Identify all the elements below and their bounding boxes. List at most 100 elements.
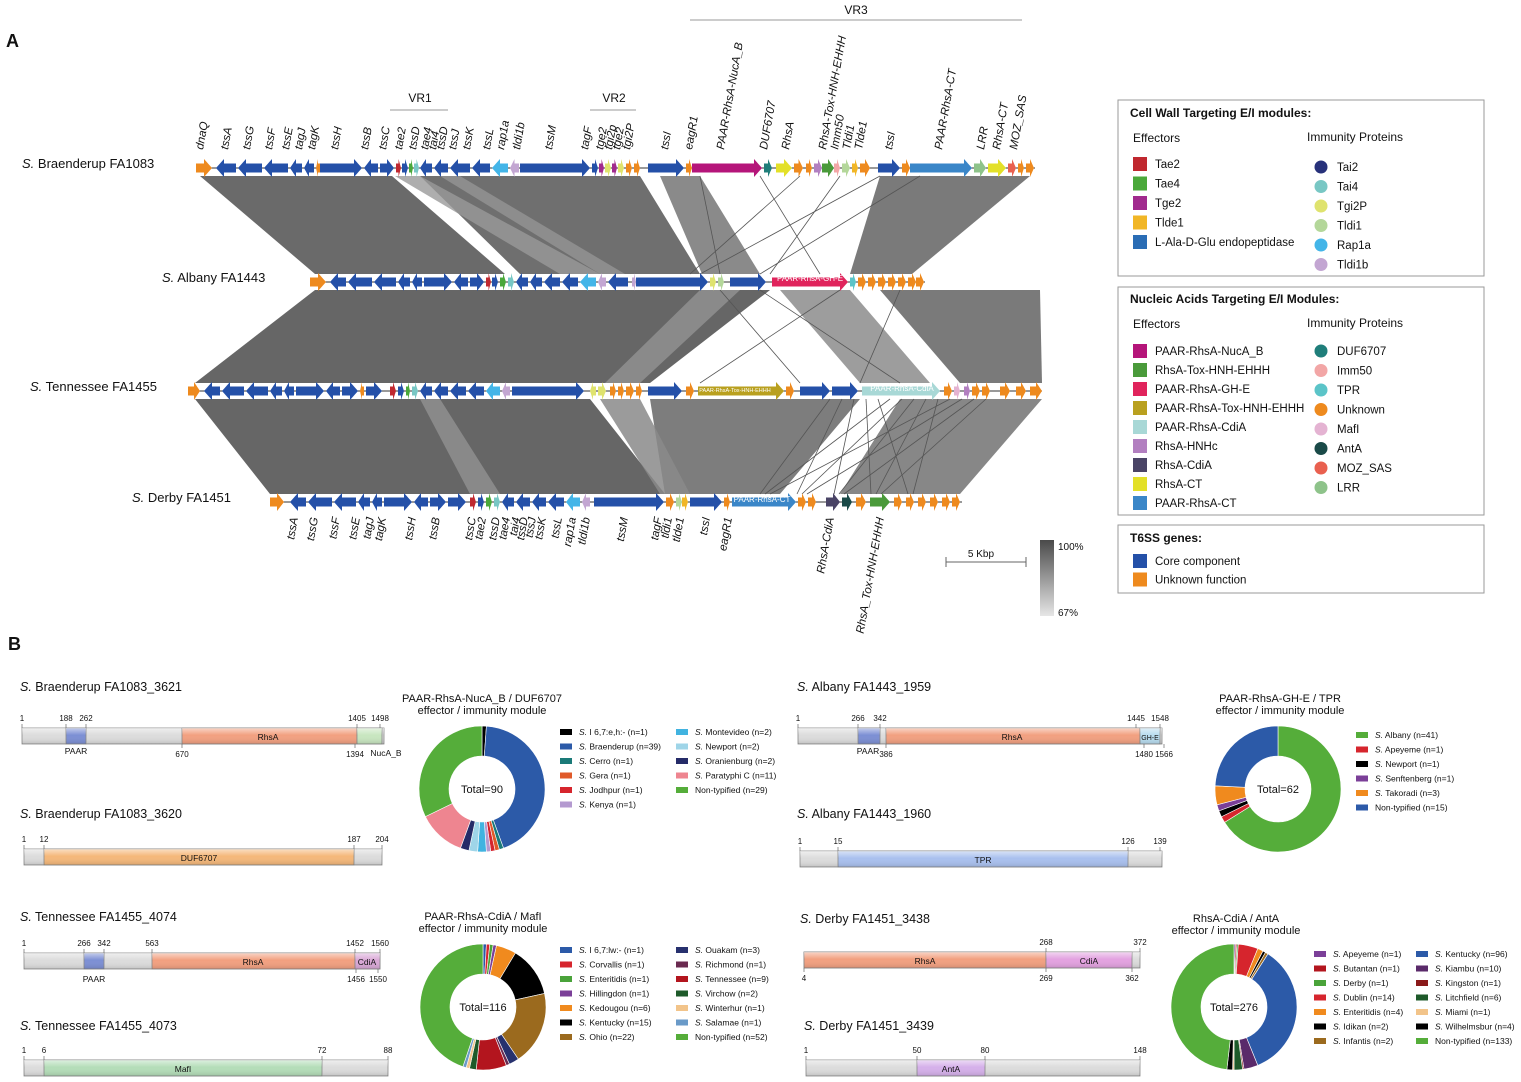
legend-item-label: Tlde1 — [1155, 218, 1184, 230]
donut-total: Total=62 — [1257, 784, 1299, 796]
gene-arrow — [1018, 159, 1024, 177]
gene-arrow — [478, 493, 484, 511]
gene-label-bottom: eagR1 — [717, 516, 735, 551]
donut-legend-swatch — [676, 787, 688, 793]
donut-legend-swatch — [560, 1034, 572, 1040]
donut-legend-swatch — [560, 1005, 572, 1011]
gene-arrow — [952, 493, 960, 511]
gene-label-bottom: tldi1b — [576, 516, 593, 546]
gene-arrow — [772, 273, 848, 291]
gene-label-top: tge2 — [594, 126, 610, 151]
legend-swatch — [1133, 554, 1147, 568]
gene-arrow — [492, 273, 498, 291]
domain-tick: 1456 — [347, 975, 365, 984]
gene-arrow — [698, 382, 784, 400]
tennessee-tox-label: PAAR-RhsA-Tox-HNH-EHHH — [699, 388, 770, 394]
synteny-line — [801, 398, 903, 495]
gene-arrow — [492, 159, 508, 177]
domain-tick: 126 — [1121, 837, 1135, 846]
synteny-line — [843, 398, 975, 495]
gene-arrow — [470, 493, 476, 511]
donut-legend-swatch — [560, 729, 572, 735]
gene-label-top: tssB — [359, 126, 375, 150]
gene-label-bottom: tssF — [327, 515, 343, 539]
gene-label-bottom: tssD — [487, 516, 503, 541]
donut-legend-label: S. Salamae (n=1) — [695, 1018, 762, 1028]
derby-ct-label: PAAR-RhsA-CT — [734, 495, 791, 504]
gene-label-top: tssF — [263, 126, 279, 150]
donut-legend-label: S. Derby (n=1) — [1333, 978, 1389, 988]
legend-swatch — [1314, 344, 1328, 358]
donut-legend-swatch — [1314, 951, 1326, 957]
legend-item-label: MafI — [1337, 424, 1359, 436]
donut-legend-label: S. Richmond (n=1) — [695, 960, 766, 970]
gene-arrow — [918, 493, 926, 511]
donut-legend-swatch — [1314, 1023, 1326, 1030]
domain-name: CdiA — [358, 957, 377, 967]
legend-swatch — [1133, 496, 1147, 510]
domain-title: S. Braenderup FA1083_3620 — [20, 807, 182, 821]
domain-name: MafI — [175, 1064, 192, 1074]
gene-label-top: rap1a — [495, 119, 512, 150]
donut-legend-swatch — [676, 990, 688, 997]
gene-arrow — [1016, 382, 1026, 400]
gene-arrow — [434, 382, 448, 400]
gene-label-top: tagK — [306, 124, 322, 151]
gene-label-top: PAAR-RhsA-CT — [933, 67, 959, 150]
domain-tick: 266 — [851, 714, 865, 723]
donut-legend-swatch — [560, 758, 572, 764]
gene-label-top: tssG — [241, 125, 257, 150]
synteny-line — [806, 398, 963, 495]
gene-arrow — [800, 382, 830, 400]
donut-legend-label: S. Takoradi (n=3) — [1375, 788, 1440, 798]
gene-label-top: tssI — [659, 130, 674, 150]
domain-tick: 1 — [22, 939, 27, 948]
gene-arrow — [414, 493, 428, 511]
gene-label-top: tai4 — [427, 130, 442, 150]
gene-arrow — [500, 273, 506, 291]
gene-arrow — [390, 382, 396, 400]
gene-arrow — [402, 159, 408, 177]
domain-title: S. Derby FA1451_3439 — [804, 1019, 934, 1033]
legend-item-label: Tae4 — [1155, 179, 1181, 191]
gene-arrow — [398, 273, 410, 291]
svg-text:T6SS genes:: T6SS genes: — [1130, 531, 1202, 545]
donut-title: RhsA-CdiA / AntA — [1193, 913, 1280, 925]
gene-label-bottom: tae2 — [473, 516, 489, 541]
gene-arrow — [605, 159, 611, 177]
donut-legend-label: S. Apeyeme (n=1) — [1333, 949, 1401, 959]
legend-item-label: AntA — [1337, 444, 1362, 456]
gene-arrow — [852, 159, 858, 177]
gene-arrow — [264, 159, 288, 177]
domain-tick: 1 — [798, 837, 803, 846]
synteny-block — [600, 399, 690, 494]
gene-label-bottom: tlde1 — [671, 516, 687, 543]
domain-tick: 563 — [145, 939, 159, 948]
gene-label-top: tae4 — [419, 126, 435, 150]
gene-arrow — [916, 273, 924, 291]
gene-arrow — [532, 493, 546, 511]
gene-arrow — [618, 159, 624, 177]
gene-label-bottom: tssE — [347, 516, 363, 540]
gene-arrow — [468, 382, 484, 400]
gene-arrow — [494, 493, 500, 511]
donut-legend-swatch — [676, 961, 688, 968]
gene-arrow — [290, 493, 306, 511]
donut-legend-swatch — [1314, 980, 1326, 986]
strain-label-albany: S. Albany FA1443 — [162, 270, 265, 285]
gene-arrow — [508, 273, 514, 291]
gene-arrow — [842, 159, 850, 177]
domain-name: TPR — [975, 855, 992, 865]
gene-arrow — [420, 159, 432, 177]
gene-arrow — [832, 382, 858, 400]
gene-arrow — [334, 493, 356, 511]
domain-tick: 1 — [796, 714, 801, 723]
domain-tick: 1 — [22, 1046, 27, 1055]
legend-swatch — [1314, 422, 1328, 436]
legend-item-label: Tae2 — [1155, 159, 1180, 171]
synteny-line — [759, 175, 921, 275]
gene-arrow — [954, 382, 960, 400]
donut-legend-swatch — [1416, 965, 1428, 972]
domain-tick: 269 — [1039, 974, 1053, 983]
